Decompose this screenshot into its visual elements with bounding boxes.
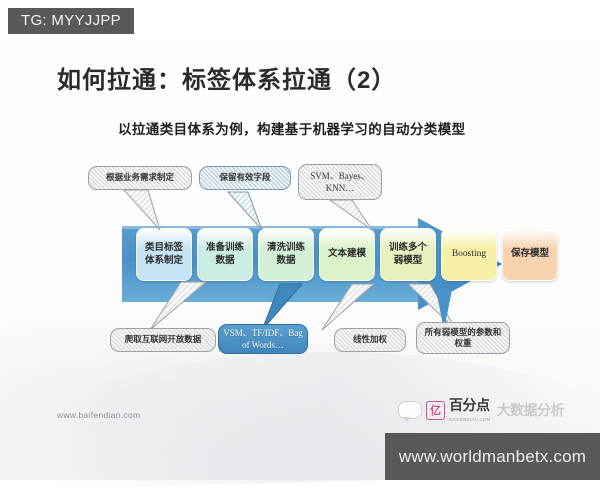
callout-bottom-1[interactable]: 爬取互联网开放数据 <box>110 328 216 352</box>
stage-1-line-1: 类目标签 <box>144 241 183 253</box>
stage-box-5[interactable]: 训练多个弱模型 <box>380 228 436 281</box>
stage-box-7[interactable]: 保存模型 <box>502 228 558 281</box>
callout-bottom-2[interactable]: VSM、TF/IDF、Bag of Words… <box>218 324 308 354</box>
callout-top-2-line-1: 保留有效字段 <box>219 172 271 183</box>
callout-bottom-4-line-2: 和权重 <box>454 326 502 348</box>
tg-watermark-badge: TG: MYYJJPP <box>8 8 134 34</box>
stage-5-line-2: 弱模型 <box>393 254 423 266</box>
callout-bottom-1-line-1: 爬取互联网开放数据 <box>124 334 202 345</box>
stage-4-line-1: 文本建模 <box>327 248 366 260</box>
callout-top-1-line-1: 根据业务需求制定 <box>105 172 174 183</box>
stage-3-line-1: 清洗训练 <box>266 241 305 253</box>
stage-2-line-1: 准备训练 <box>205 241 244 253</box>
footer-site-url: www.baifendian.com <box>57 410 141 420</box>
stage-box-6[interactable]: Boosting <box>441 228 497 281</box>
callout-top-3[interactable]: SVM、Bayes、 KNN… <box>298 164 382 200</box>
stage-box-1[interactable]: 类目标签体系制定 <box>136 228 192 281</box>
callout-top-1[interactable]: 根据业务需求制定 <box>88 166 192 190</box>
brand-faded-text: 大数据分析 <box>496 402 565 419</box>
page-subtitle: 以拉通类目体系为例，构建基于机器学习的自动分类模型 <box>118 122 466 137</box>
callout-top-2[interactable]: 保留有效字段 <box>199 166 291 190</box>
page-title: 如何拉通：标签体系拉通（2） <box>57 67 397 94</box>
stage-box-2[interactable]: 准备训练数据 <box>197 228 253 281</box>
brand-name-en: BAIFENDIAN.COM <box>449 417 491 422</box>
stage-1-line-2: 体系制定 <box>144 254 183 266</box>
brand-mark-icon: 亿 <box>426 400 445 420</box>
brand-logo: 亿 百分点 BAIFENDIAN.COM 大数据分析 <box>398 398 565 423</box>
callout-bottom-4-line-1: 所有弱模型的参数 <box>424 326 493 337</box>
callout-top-3-line-2: KNN… <box>325 183 355 193</box>
url-watermark-badge: www.worldmanbetx.com <box>385 433 600 480</box>
callout-bottom-3-line-1: 线性加权 <box>352 334 387 345</box>
brand-name-cn: 百分点 <box>449 397 490 413</box>
wechat-bubble-icon <box>398 401 422 423</box>
callout-bottom-2-line-2: Bag of Words… <box>242 327 303 350</box>
stage-box-3[interactable]: 清洗训练数据 <box>258 228 314 281</box>
callout-bottom-4[interactable]: 所有弱模型的参数和权重 <box>416 322 510 354</box>
stage-3-line-2: 数据 <box>276 254 296 266</box>
stage-box-4[interactable]: 文本建模 <box>319 228 375 281</box>
stage-7-line-1: 保存模型 <box>510 248 549 260</box>
stage-2-line-2: 数据 <box>215 254 235 266</box>
stage-5-line-1: 训练多个 <box>388 241 427 253</box>
callout-bottom-3[interactable]: 线性加权 <box>334 328 406 352</box>
stage-6-line-1: Boosting <box>451 249 487 260</box>
brand-text-block: 百分点 BAIFENDIAN.COM <box>449 398 491 423</box>
callout-bottom-2-line-1: VSM、TF/IDF、 <box>223 327 289 338</box>
stage-box-row: 类目标签体系制定 准备训练数据 清洗训练数据 文本建模 训练多个弱模型 Boos… <box>136 228 558 281</box>
callout-top-3-line-1: SVM、Bayes、 <box>310 170 370 181</box>
